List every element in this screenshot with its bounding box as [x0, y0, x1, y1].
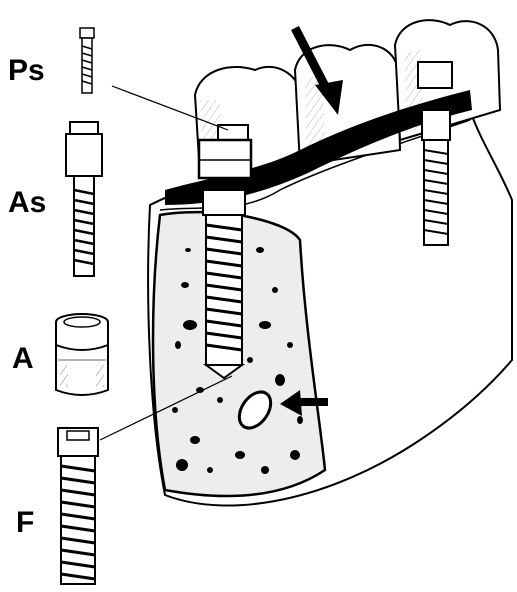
prosthetic-screw-part — [80, 28, 94, 93]
label-as: As — [8, 186, 46, 219]
label-a: A — [12, 342, 34, 375]
abutment-screw-part — [66, 122, 102, 276]
fixture-part — [58, 428, 98, 584]
abutment-part — [56, 314, 108, 395]
label-f: F — [16, 506, 34, 539]
label-ps: Ps — [8, 54, 45, 87]
